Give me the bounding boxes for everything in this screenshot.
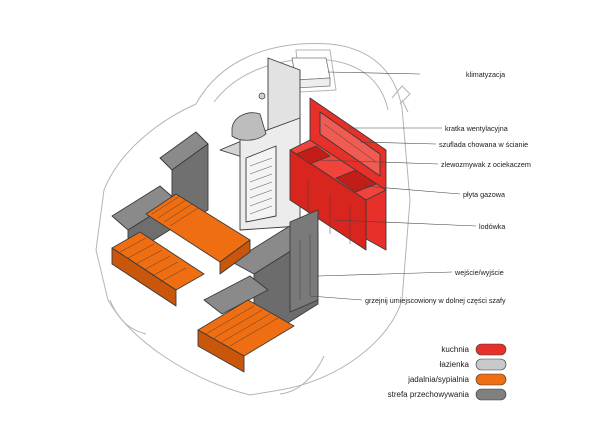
bathroom-zone <box>219 57 301 231</box>
gas-hob <box>335 169 377 193</box>
legend-item-kitchen: kuchnia <box>441 343 507 356</box>
lower-bench-slats <box>119 237 187 283</box>
legend-item-dining: jadalnia/sypialnia <box>407 373 507 386</box>
legend-label: strefa przechowywania <box>388 390 470 399</box>
storage-zone <box>111 131 319 345</box>
kitchen-zone <box>289 97 387 251</box>
legend-label: jadalnia/sypialnia <box>407 375 469 384</box>
legend-swatch-kitchen <box>475 343 507 356</box>
legend-item-storage: strefa przechowywania <box>388 388 507 401</box>
sink <box>295 145 331 165</box>
vehicle-outline <box>95 43 411 396</box>
label-szuflada: szuflada chowana w ścianie <box>439 140 528 149</box>
air-conditioning-unit <box>291 57 331 89</box>
front-bench-slats <box>205 305 279 347</box>
label-kratka-wentylacyjna: kratka wentylacyjna <box>445 124 508 133</box>
legend-swatch-dining <box>475 373 507 386</box>
legend-swatch-bathroom <box>475 358 507 371</box>
callout-labels: klimatyzacja kratka wentylacyjna szuflad… <box>365 70 531 305</box>
legend-swatch-storage <box>475 388 507 401</box>
bench-back-slats <box>151 195 199 227</box>
label-plyta-gazowa: płyta gazowa <box>463 190 505 199</box>
label-klimatyzacja: klimatyzacja <box>466 70 505 79</box>
legend-label: łazienka <box>440 360 470 369</box>
toilet <box>231 112 267 141</box>
label-grzejnik: grzejnij umiejscowiony w dolnej części s… <box>365 296 506 305</box>
bathroom-door-slats <box>249 157 273 215</box>
dining-sleeping-zone <box>111 193 295 373</box>
label-wejscie-wyjscie: wejście/wyjście <box>454 268 504 277</box>
label-zlewozmywak: zlewozmywak z ociekaczem <box>441 160 531 169</box>
label-lodowka: lodówka <box>479 222 505 231</box>
legend-label: kuchnia <box>441 345 469 354</box>
legend-item-bathroom: łazienka <box>440 358 507 371</box>
callout-leaders <box>309 71 477 301</box>
legend: kuchnia łazienka jadalnia/sypialnia stre… <box>388 343 507 401</box>
